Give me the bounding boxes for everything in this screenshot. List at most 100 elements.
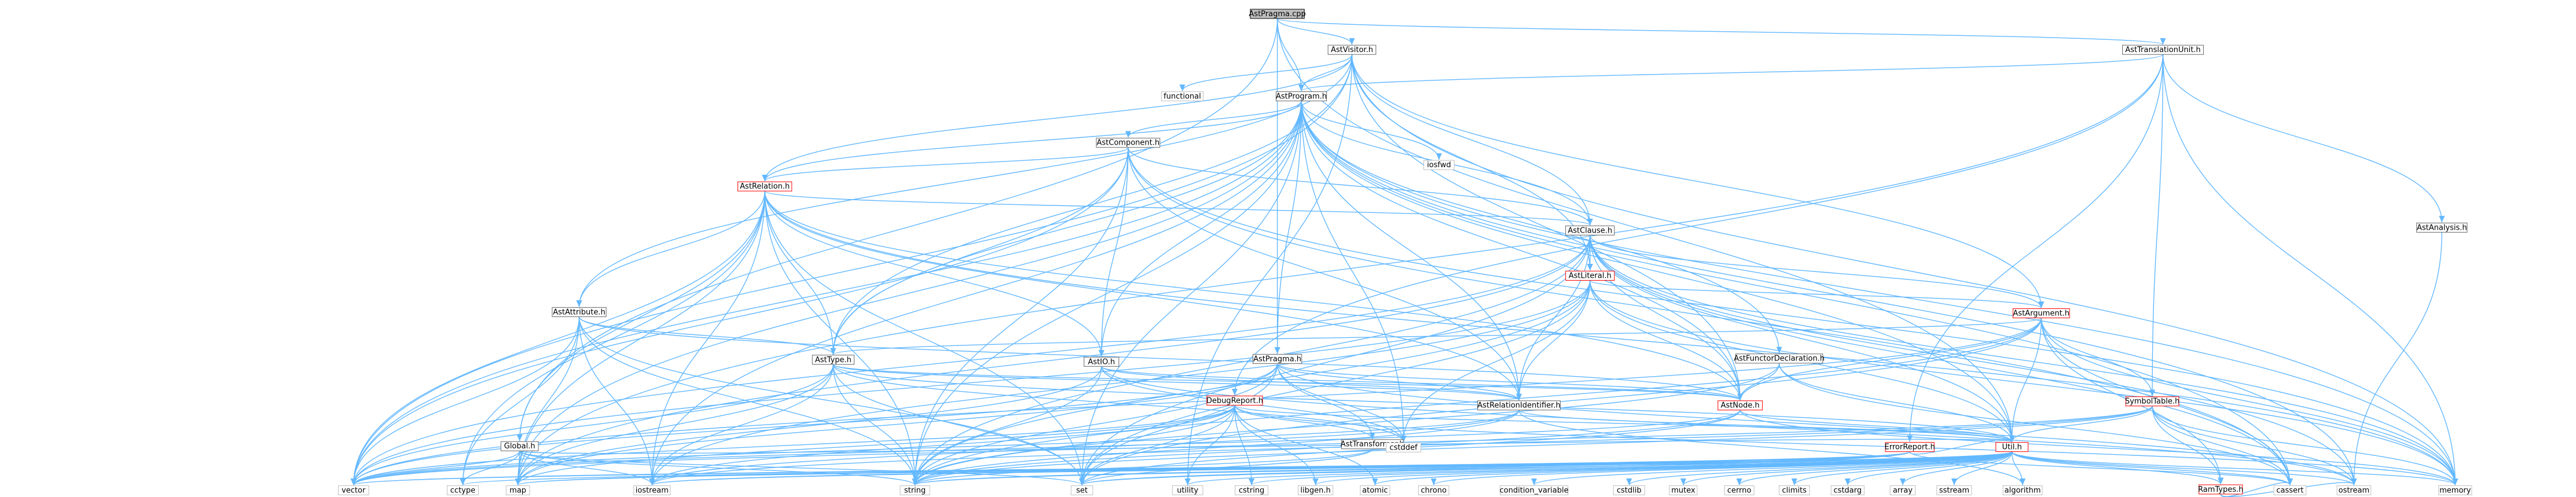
node-label-map: map: [509, 486, 526, 495]
node-label-AstAnalysis_h: AstAnalysis.h: [2417, 223, 2467, 232]
node-ostream: ostream: [2336, 485, 2372, 495]
node-box-string: [900, 485, 930, 495]
node-AstLiteral_h[interactable]: AstLiteral.h: [1565, 271, 1615, 281]
include-edge-AstArgument_h-to-SymbolTable_h: [2041, 318, 2156, 396]
include-edge-AstVisitor_h-to-AstArgument_h: [1351, 54, 2045, 308]
node-AstAnalysis_h[interactable]: AstAnalysis.h: [2416, 222, 2468, 233]
include-edge-Util_h-to-condition_variable: [1531, 451, 2013, 485]
node-box-cassert: [2273, 485, 2307, 495]
include-edge-AstAttribute_h-to-map: [515, 316, 580, 485]
node-AstFunctorDeclaration_h[interactable]: AstFunctorDeclaration.h: [1734, 354, 1825, 364]
node-cstdlib: cstdlib: [1613, 485, 1645, 495]
node-AstType_h[interactable]: AstType.h: [812, 355, 854, 365]
node-AstNode_h[interactable]: AstNode.h: [1718, 400, 1763, 411]
node-label-AstTranslationUnit_h: AstTranslationUnit.h: [2125, 46, 2200, 54]
node-label-cerrno: cerrno: [1727, 486, 1752, 495]
node-box-map: [505, 485, 530, 495]
include-edge-DebugReport_h-to-memory: [1234, 405, 2458, 485]
include-edge-AstArgument_h-to-Util_h: [2009, 318, 2042, 442]
include-edge-AstProgram_h-to-AstPragma_h: [1274, 101, 1302, 354]
node-mutex: mutex: [1669, 485, 1698, 495]
node-label-AstAttribute_h: AstAttribute.h: [553, 308, 606, 316]
node-box-AstTranslationUnit_h: [2122, 45, 2204, 55]
include-edge-AstProgram_h-to-iostream: [649, 101, 1302, 485]
include-edge-Util_h-to-climits: [1791, 451, 2013, 485]
node-box-RamTypes_h: [2199, 484, 2243, 495]
include-edge-AstPragma_h-to-string: [912, 363, 1278, 485]
include-edge-Util_h-to-chrono: [1431, 451, 2013, 485]
node-condition_variable: condition_variable: [1500, 485, 1569, 495]
node-AstPragma_cpp[interactable]: AstPragma.cpp: [1249, 9, 1306, 19]
include-edge-AstVisitor_h-to-AstRelation_h: [762, 54, 1353, 182]
node-AstComponent_h[interactable]: AstComponent.h: [1096, 138, 1161, 148]
include-edge-AstVisitor_h-to-AstLiteral_h: [1351, 54, 1593, 271]
include-edge-AstComponent_h-to-AstType_h: [830, 147, 1129, 355]
node-label-libgen_h: libgen.h: [1300, 486, 1330, 495]
node-AstArgument_h[interactable]: AstArgument.h: [2012, 308, 2070, 318]
include-edge-AstComponent_h-to-string: [912, 147, 1129, 485]
node-box-ostream: [2336, 485, 2372, 495]
node-box-mutex: [1669, 485, 1698, 495]
node-box-iosfwd: [1423, 160, 1455, 170]
include-edge-AstRelation_h-to-AstType_h: [764, 191, 836, 355]
include-edge-Util_h-to-iostream: [649, 451, 2013, 485]
node-SymbolTable_h[interactable]: SymbolTable.h: [2125, 396, 2179, 407]
node-cctype: cctype: [446, 485, 479, 495]
node-AstIO_h[interactable]: AstIO.h: [1084, 356, 1120, 367]
node-label-mutex: mutex: [1671, 486, 1696, 495]
node-AstRelationIdentifier_h[interactable]: AstRelationIdentifier.h: [1477, 400, 1561, 411]
node-label-AstRelationIdentifier_h: AstRelationIdentifier.h: [1477, 402, 1560, 410]
include-edge-AstArgument_h-to-vector: [350, 318, 2042, 485]
node-AstAttribute_h[interactable]: AstAttribute.h: [552, 307, 607, 317]
include-edge-AstLiteral_h-to-cstddef: [1400, 280, 1591, 443]
include-edge-AstRelation_h-to-AstClause_h: [764, 190, 1593, 226]
node-AstPragma_h[interactable]: AstPragma.h: [1252, 354, 1302, 364]
node-atomic: atomic: [1360, 485, 1390, 495]
include-edge-AstPragma_h-to-AstTransformer_h: [1276, 363, 1375, 439]
include-edge-AstLiteral_h-to-string: [912, 280, 1591, 485]
include-edge-AstRelationIdentifier_h-to-algorithm: [1518, 410, 2025, 485]
node-AstClause_h[interactable]: AstClause.h: [1565, 225, 1615, 235]
include-edge-AstAttribute_h-to-set: [578, 316, 1085, 485]
node-box-AstClause_h: [1565, 225, 1615, 235]
node-label-functional: functional: [1164, 92, 1201, 101]
include-edge-AstType_h-to-vector: [350, 364, 834, 485]
include-edge-AstRelationIdentifier_h-to-Util_h: [1518, 410, 2015, 443]
include-edge-DebugReport_h-to-cstring: [1234, 405, 1255, 485]
include-edge-AstAttribute_h-to-vector: [350, 316, 580, 485]
include-edge-AstRelationIdentifier_h-to-iostream: [649, 410, 1520, 485]
include-edge-AstLiteral_h-to-vector: [350, 280, 1591, 485]
include-edge-Global_h-to-Util_h: [519, 435, 2014, 454]
node-DebugReport_h[interactable]: DebugReport.h: [1206, 395, 1263, 406]
node-ErrorReport_h[interactable]: ErrorReport.h: [1885, 442, 1935, 452]
node-AstProgram_h[interactable]: AstProgram.h: [1275, 91, 1327, 101]
include-edge-ErrorReport_h-to-Util_h: [1909, 435, 2015, 455]
node-box-AstArgument_h: [2012, 308, 2070, 318]
include-edge-AstAnalysis_h-to-ostream: [2351, 232, 2442, 485]
node-Util_h[interactable]: Util.h: [1995, 442, 2028, 452]
node-box-libgen_h: [1297, 485, 1334, 495]
node-label-memory: memory: [2439, 486, 2471, 495]
include-edge-AstVisitor_h-to-AstAttribute_h: [576, 54, 1353, 307]
include-edge-AstComponent_h-to-AstRelation_h: [762, 147, 1129, 182]
include-edge-AstTranslationUnit_h-to-AstProgram_h: [1298, 54, 2164, 92]
node-label-AstNode_h: AstNode.h: [1721, 402, 1760, 410]
node-AstVisitor_h[interactable]: AstVisitor.h: [1327, 45, 1377, 55]
include-edge-AstLiteral_h-to-iostream: [649, 280, 1591, 485]
node-box-atomic: [1360, 485, 1390, 495]
node-label-AstPragma_cpp: AstPragma.cpp: [1249, 10, 1305, 19]
node-RamTypes_h[interactable]: RamTypes.h: [2198, 484, 2243, 495]
node-AstTranslationUnit_h[interactable]: AstTranslationUnit.h: [2122, 45, 2204, 55]
include-edge-SymbolTable_h-to-cassert: [2152, 406, 2293, 485]
node-AstRelation_h[interactable]: AstRelation.h: [737, 181, 792, 192]
node-label-chrono: chrono: [1421, 486, 1447, 495]
include-edge-AstPragma_h-to-vector: [350, 363, 1278, 485]
node-label-sstream: sstream: [1939, 486, 1969, 495]
node-box-SymbolTable_h: [2125, 396, 2179, 407]
include-edge-AstVisitor_h-to-AstType_h: [830, 54, 1353, 355]
include-edge-AstRelation_h-to-set: [764, 191, 1085, 485]
include-edge-Util_h-to-cstdlib: [1626, 451, 2013, 485]
node-Global_h[interactable]: Global.h: [500, 441, 539, 451]
